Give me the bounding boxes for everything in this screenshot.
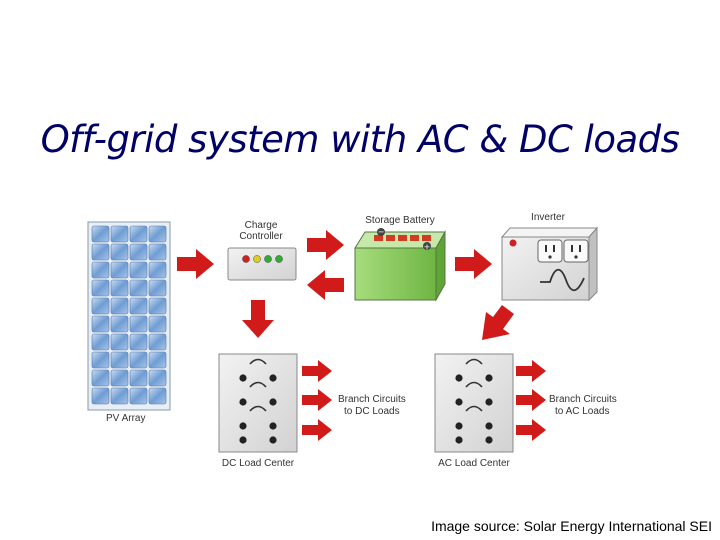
pv-cell [91, 243, 110, 261]
controller-led-icon [275, 255, 283, 263]
pv-array-label: PV Array [106, 413, 145, 424]
pv-cell [91, 387, 110, 405]
arrow-controller-to-battery [307, 230, 344, 260]
pv-cell [129, 369, 148, 387]
ac-outlet-icon [537, 239, 563, 263]
dc-branch-label-2: to DC Loads [344, 406, 400, 417]
ac-load-center-label: AC Load Center [438, 458, 510, 469]
arrow-battery-to-controller [307, 270, 344, 300]
pv-cell [148, 315, 167, 333]
battery-cell-caps [374, 235, 431, 241]
pv-cell [129, 333, 148, 351]
pv-cell [129, 279, 148, 297]
pv-cell [91, 315, 110, 333]
negative-terminal-icon [377, 228, 385, 236]
pv-cell [129, 243, 148, 261]
charge-controller-label-1: Charge [245, 220, 278, 231]
pv-cell [91, 279, 110, 297]
pv-cell [148, 225, 167, 243]
pv-cell [91, 225, 110, 243]
positive-terminal-icon [423, 242, 431, 250]
pv-cell [91, 369, 110, 387]
pv-cell [110, 351, 129, 369]
slide-title: Off-grid system with AC & DC loads [40, 118, 680, 161]
pv-cell [129, 297, 148, 315]
ac-load-center [434, 353, 514, 453]
pv-cell [148, 279, 167, 297]
arrow-battery-to-inverter [455, 249, 492, 279]
pv-cell [148, 369, 167, 387]
storage-battery-label: Storage Battery [365, 215, 434, 226]
pv-cell [110, 333, 129, 351]
pv-cell [148, 297, 167, 315]
ac-outlet-icon [563, 239, 589, 263]
arrow-dc-branch-2 [302, 389, 332, 411]
arrow-ac-branch-1 [516, 360, 546, 382]
pv-cell [129, 225, 148, 243]
sine-wave-icon [540, 268, 585, 292]
pv-cell [129, 387, 148, 405]
pv-cell [148, 333, 167, 351]
pv-cell [129, 261, 148, 279]
inverter [500, 226, 599, 302]
controller-led-icon [264, 255, 272, 263]
pv-cell [110, 369, 129, 387]
pv-cell [110, 261, 129, 279]
pv-cell [91, 351, 110, 369]
pv-cell [148, 351, 167, 369]
pv-cell [110, 279, 129, 297]
pv-cell [110, 315, 129, 333]
ac-branch-label-2: to AC Loads [555, 406, 609, 417]
arrow-inverter-to-ac-load-center [482, 305, 514, 340]
positive-terminal-label: + [424, 243, 431, 252]
negative-terminal-label: − [378, 228, 385, 237]
pv-cell [110, 243, 129, 261]
pv-cell [129, 315, 148, 333]
pv-cell [91, 297, 110, 315]
dc-load-center-label: DC Load Center [222, 458, 295, 469]
pv-cells [91, 225, 167, 405]
controller-led-icon [242, 255, 250, 263]
pv-cell [148, 387, 167, 405]
arrow-ac-branch-2 [516, 389, 546, 411]
arrow-ac-branch-3 [516, 419, 546, 441]
arrow-controller-to-dc-load-center [242, 300, 274, 338]
pv-array [87, 221, 171, 411]
arrow-pv-to-controller [177, 249, 214, 279]
ac-branch-label-1: Branch Circuits [549, 394, 617, 405]
pv-cell [148, 243, 167, 261]
pv-cell [110, 225, 129, 243]
pv-cell [91, 333, 110, 351]
pv-cell [129, 351, 148, 369]
controller-led-icon [253, 255, 261, 263]
inverter-label: Inverter [531, 212, 566, 223]
image-credit: Image source: Solar Energy International… [431, 518, 712, 534]
flow-arrows [177, 230, 546, 441]
arrow-dc-branch-1 [302, 360, 332, 382]
pv-cell [110, 297, 129, 315]
dc-load-center [218, 353, 298, 453]
dc-branch-label-1: Branch Circuits [338, 394, 406, 405]
pv-cell [110, 387, 129, 405]
inverter-indicator-icon [509, 239, 517, 247]
pv-cell [148, 261, 167, 279]
storage-battery: − + [354, 228, 446, 302]
arrow-dc-branch-3 [302, 419, 332, 441]
charge-controller-label-2: Controller [239, 231, 283, 242]
pv-cell [91, 261, 110, 279]
charge-controller [227, 247, 297, 281]
controller-leds [242, 255, 283, 263]
